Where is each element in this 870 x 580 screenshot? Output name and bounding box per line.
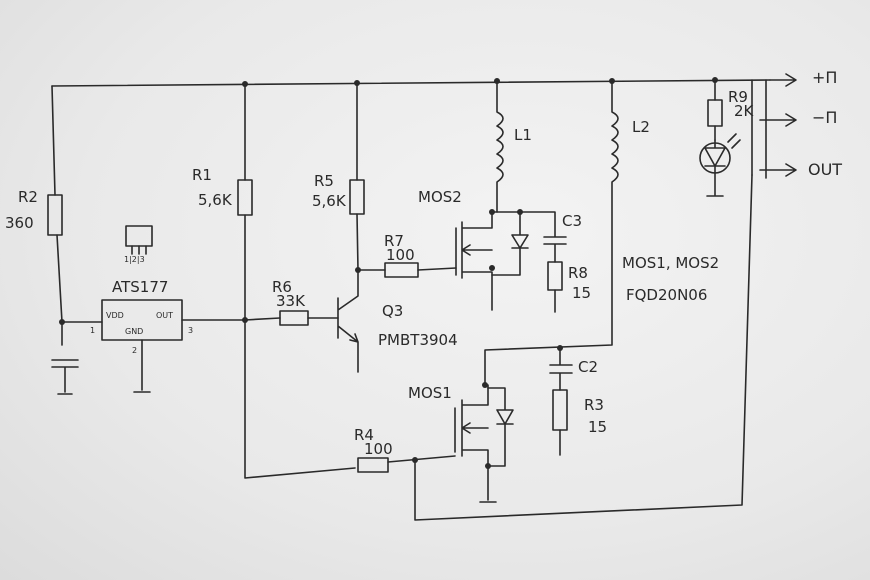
junction-dot	[557, 345, 563, 351]
q3-transistor	[337, 269, 359, 373]
junction-dot	[412, 457, 418, 463]
r2-resistor	[47, 194, 63, 236]
out-terminal-label: OUT	[808, 160, 843, 179]
c3-ref-label: C3	[562, 212, 582, 230]
r8-resistor	[547, 261, 563, 291]
r4-value-label: 100	[364, 440, 393, 458]
ic-pin2-label: 2	[132, 346, 137, 355]
ic-out-pin: OUT	[156, 311, 173, 320]
l2-inductor	[484, 80, 619, 386]
r2-value-label: 360	[5, 214, 34, 232]
r2-ref-label: R2	[18, 188, 38, 206]
r7-ref-label: R7	[384, 232, 404, 250]
c3-capacitor	[519, 211, 567, 263]
r6-wire	[244, 317, 339, 321]
r4-wire	[387, 455, 456, 463]
r7-resistor	[384, 262, 419, 278]
ic-package-icon	[125, 225, 153, 247]
junction-dot	[489, 209, 495, 215]
r1-wire	[244, 83, 356, 479]
r4-ref-label: R4	[354, 426, 374, 444]
minus-terminal-label: −П	[812, 108, 838, 127]
r6-value-label: 33K	[276, 292, 306, 310]
ic-vdd-pin: VDD	[106, 311, 124, 320]
r9-ref-label: R9	[728, 88, 748, 106]
junction-dot	[489, 265, 495, 271]
c2-capacitor	[549, 347, 573, 391]
ic-gnd-wire	[133, 339, 151, 393]
out-return-wire	[414, 174, 753, 521]
mos2-body-diode	[491, 211, 529, 276]
r6-ref-label: R6	[272, 278, 292, 296]
ic-pin3-label: 3	[188, 326, 193, 335]
connector-bar	[751, 79, 767, 179]
r4-resistor	[357, 457, 389, 473]
l1-inductor	[496, 80, 504, 213]
mos-part-note: FQD20N06	[626, 286, 707, 304]
led-symbol	[704, 139, 726, 197]
r7-wire	[357, 267, 457, 271]
r2-wire	[51, 85, 79, 395]
r3-resistor	[552, 389, 568, 431]
ic-gnd-pin: GND	[125, 327, 143, 336]
top-rail-wire	[51, 79, 771, 87]
r1-ref-label: R1	[192, 166, 212, 184]
r7-value-label: 100	[386, 246, 415, 264]
ic-part-label: ATS177	[112, 278, 168, 296]
mos1-ref-label: MOS1	[408, 384, 452, 402]
l2-ref-label: L2	[632, 118, 650, 136]
ic-pin1-label: 1	[90, 326, 95, 335]
q3-ref-label: Q3	[382, 302, 403, 320]
r3-ref-label: R3	[584, 396, 604, 414]
c2-ref-label: C2	[578, 358, 598, 376]
mos-label-note: MOS1, MOS2	[622, 254, 719, 272]
r1-resistor	[237, 179, 253, 216]
r5-value-label: 5,6K	[312, 192, 347, 210]
r8-value-label: 15	[572, 284, 591, 302]
plus-terminal-wire	[769, 73, 797, 87]
r5-wire	[356, 82, 359, 271]
l1-ref-label: L1	[514, 126, 532, 144]
mos1-transistor	[454, 384, 489, 501]
r6-resistor	[279, 310, 309, 326]
r8-ref-label: R8	[568, 264, 588, 282]
mos2-transistor	[455, 211, 493, 311]
r5-resistor	[349, 179, 365, 215]
q3-part-label: PMBT3904	[378, 331, 458, 349]
ic-package-icon-pins	[131, 245, 147, 255]
r3-value-label: 15	[588, 418, 607, 436]
plus-terminal-label: +П	[812, 68, 838, 87]
junction-dot	[482, 382, 488, 388]
r9-resistor	[707, 99, 723, 127]
mos1-body-diode	[479, 387, 514, 503]
r5-ref-label: R5	[314, 172, 334, 190]
led-light-arrows	[727, 133, 741, 149]
r1-value-label: 5,6K	[198, 191, 233, 209]
junction-dot	[485, 463, 491, 469]
r9-value-label: 2K	[734, 102, 755, 120]
ic-pinout-label: 1|2|3	[124, 255, 145, 264]
mos2-ref-label: MOS2	[418, 188, 462, 206]
